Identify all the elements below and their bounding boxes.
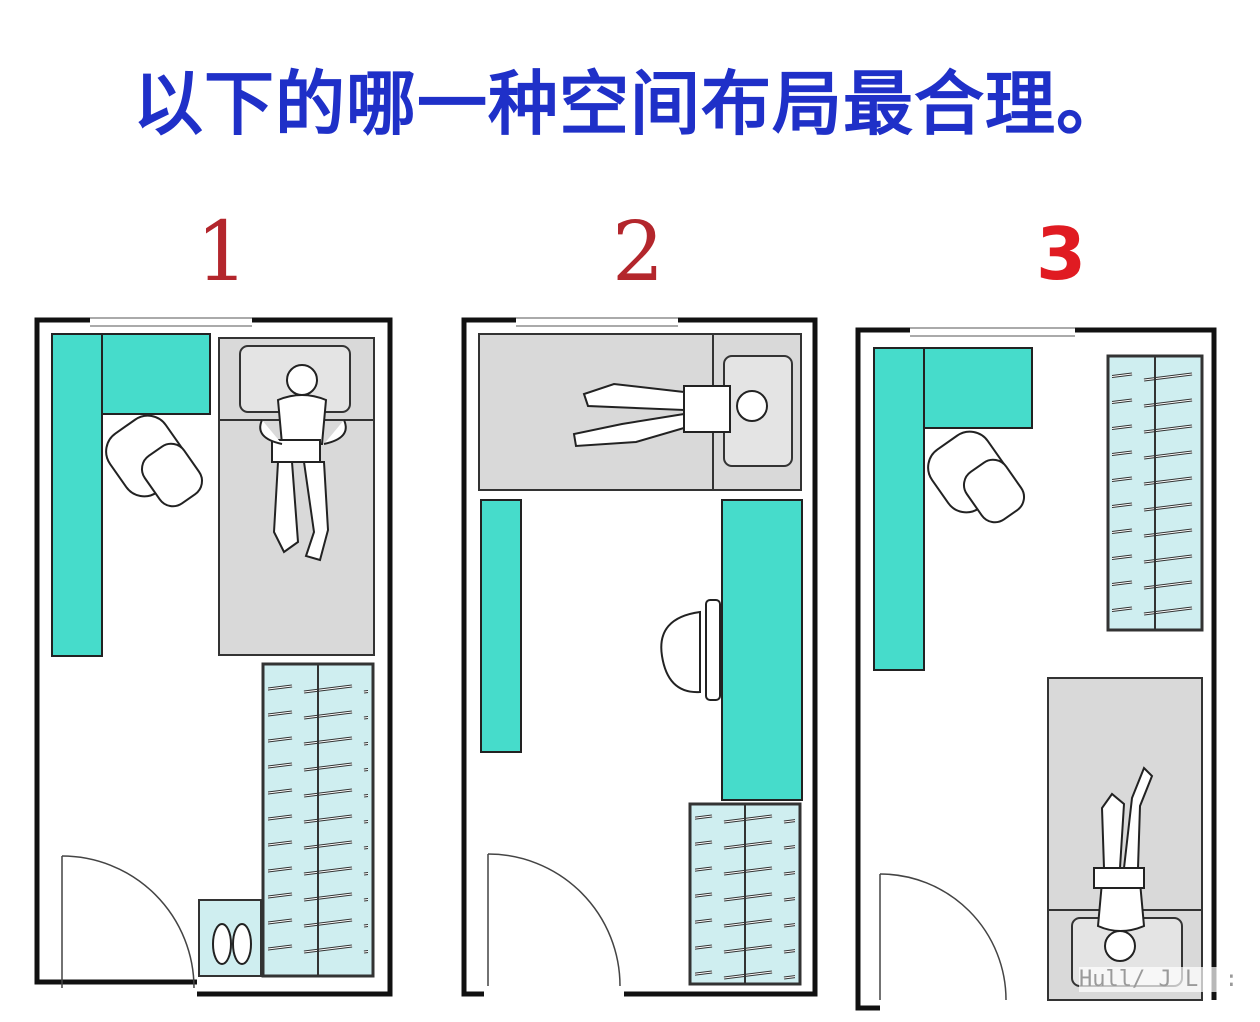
- plan-1-door-icon: [61, 855, 195, 989]
- plan-1-desk-top: [101, 333, 211, 415]
- plan-1-slippers-icon: [198, 899, 262, 977]
- plan-3-walls: [855, 327, 1217, 1011]
- plan-1-person-icon: [259, 364, 347, 562]
- plan-2-door-icon: [487, 853, 621, 987]
- plan-1-desk: [51, 333, 103, 657]
- plan-3-desk-top: [923, 347, 1033, 429]
- watermark: Hull/ J L :: [1079, 967, 1238, 992]
- plan-2-chair-icon: [660, 599, 721, 701]
- option-3-number: 3: [1036, 212, 1087, 296]
- page-title: 以下的哪一种空间布局最合理。: [133, 63, 1127, 145]
- plan-3-chair-icon: [927, 430, 1026, 524]
- plan-3-desk: [873, 347, 925, 671]
- plan-3: [855, 327, 1217, 1011]
- plan-2-person-icon: [572, 382, 768, 448]
- option-2-number: 2: [612, 205, 665, 300]
- plan-1-wardrobe-icon: [261, 662, 375, 978]
- plan-1-chair-icon: [105, 414, 204, 508]
- plan-3-wardrobe-icon: [1106, 354, 1204, 632]
- plan-3-door-icon: [879, 873, 1007, 1001]
- plan-1: [34, 317, 393, 997]
- plan-2: [461, 317, 818, 997]
- plan-2-wardrobe-icon: [688, 802, 802, 986]
- plan-3-person-icon: [1093, 766, 1154, 962]
- plan-1-walls: [34, 317, 393, 997]
- plan-2-shelf: [480, 499, 522, 753]
- plan-2-walls: [461, 317, 818, 997]
- option-1-number: 1: [196, 205, 249, 300]
- plan-2-desk: [721, 499, 803, 801]
